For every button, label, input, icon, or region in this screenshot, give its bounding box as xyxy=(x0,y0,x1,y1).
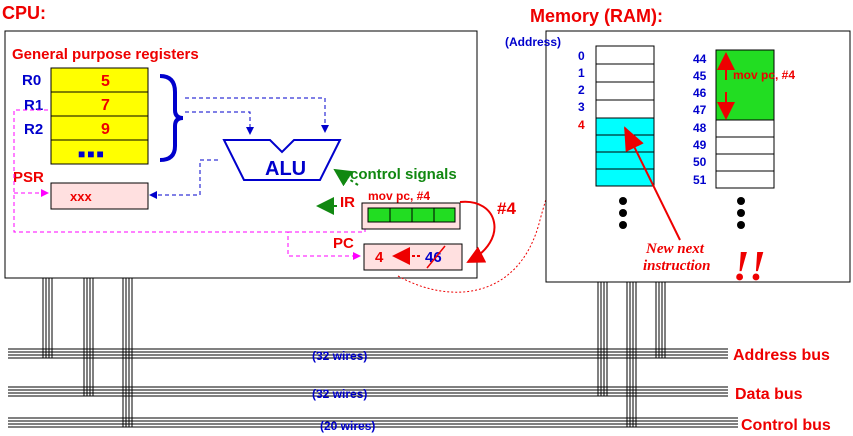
address-label: (Address) xyxy=(505,35,561,49)
register-file: R0 5 R1 7 R2 9 ■■■ xyxy=(22,67,149,165)
address-bus-label: Address bus xyxy=(733,347,830,364)
new-instruction-arrow xyxy=(624,126,681,241)
new-instruction-note-line2: instruction xyxy=(643,258,711,274)
memory-left-column xyxy=(595,45,655,187)
address-47: 47 xyxy=(693,103,707,117)
psr-name: PSR xyxy=(13,169,44,186)
ir-instruction: mov pc, #4 xyxy=(368,189,430,203)
psr-value: xxx xyxy=(70,189,92,204)
pc-to-memory-arrow xyxy=(397,133,579,293)
control-signals-arrow xyxy=(333,168,359,187)
address-50: 50 xyxy=(693,155,707,169)
register-r2-value: 9 xyxy=(101,121,110,138)
new-instruction-note-line1: New next xyxy=(645,241,705,257)
address-51: 51 xyxy=(693,173,707,187)
alu-to-psr-arrow xyxy=(149,159,218,199)
pc-new-value: 4 xyxy=(375,249,384,266)
psr-register xyxy=(50,182,149,210)
address-1: 1 xyxy=(578,66,585,80)
address-2: 2 xyxy=(578,83,585,97)
cpu-title: CPU: xyxy=(2,3,46,23)
address-4: 4 xyxy=(578,118,585,132)
register-more-dots: ■■■ xyxy=(78,147,106,161)
memory-continuation-dots xyxy=(619,197,745,229)
pc-name: PC xyxy=(333,235,354,252)
address-46: 46 xyxy=(693,86,707,100)
ir-bits xyxy=(367,207,456,223)
exclamation-marks: !! xyxy=(733,244,766,290)
address-bus-wires: (32 wires) xyxy=(312,349,367,363)
pc-old-value: 46 xyxy=(425,249,442,266)
address-45: 45 xyxy=(693,69,707,83)
immediate-label: #4 xyxy=(497,199,516,218)
control-bus-wires: (20 wires) xyxy=(320,419,375,433)
alu-label: ALU xyxy=(265,158,306,180)
address-44: 44 xyxy=(693,52,707,66)
register-r0-value: 5 xyxy=(101,73,110,90)
data-bus-label: Data bus xyxy=(735,386,803,403)
register-r2-name: R2 xyxy=(24,121,43,138)
control-bus-label: Control bus xyxy=(741,417,831,434)
immediate-arrow xyxy=(459,200,496,263)
pc-old-value-strike xyxy=(426,245,446,269)
register-r1-value: 7 xyxy=(101,97,110,114)
address-3: 3 xyxy=(578,100,585,114)
address-0: 0 xyxy=(578,49,585,63)
register-r0-name: R0 xyxy=(22,72,41,89)
address-48: 48 xyxy=(693,121,707,135)
control-signals-label: control signals xyxy=(350,166,457,183)
ir-name: IR xyxy=(340,194,355,211)
register-to-alu-arrows xyxy=(185,97,329,135)
data-bus-wires: (32 wires) xyxy=(312,387,367,401)
gpr-title: General purpose registers xyxy=(12,46,199,63)
address-49: 49 xyxy=(693,138,707,152)
bus-wires xyxy=(8,278,738,428)
alu-shape xyxy=(222,139,342,181)
memory-title: Memory (RAM): xyxy=(530,6,663,26)
memory-instruction: mov pc, #4 xyxy=(733,68,795,82)
register-brace xyxy=(159,74,184,162)
register-r1-name: R1 xyxy=(24,97,43,114)
